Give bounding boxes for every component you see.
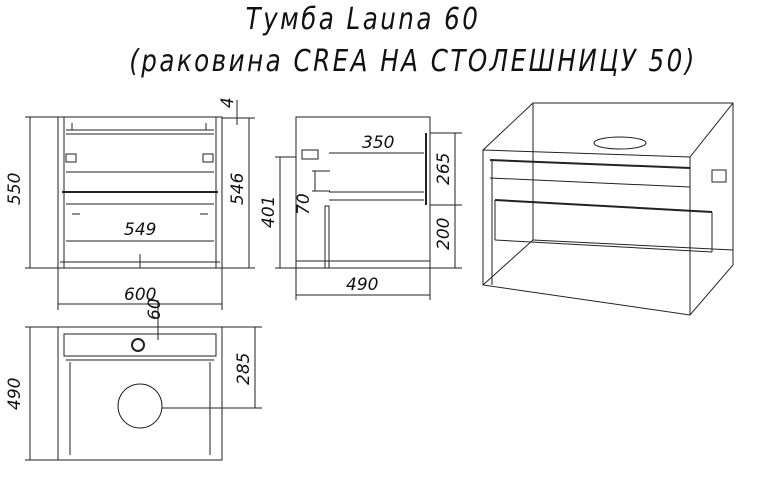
- dim-546: 546: [228, 172, 248, 205]
- dim-60: 60: [145, 298, 165, 320]
- dim-350: 350: [362, 133, 394, 153]
- top-view: [25, 300, 262, 461]
- side-view: [275, 116, 462, 300]
- dim-401: 401: [259, 196, 279, 228]
- title-line-1: Тумба Launa 60: [245, 2, 481, 37]
- dim-4: 4: [218, 97, 238, 108]
- dim-490-top: 490: [5, 378, 25, 410]
- dim-285: 285: [234, 353, 254, 385]
- dim-265: 265: [434, 153, 454, 185]
- isometric-view: [482, 102, 734, 316]
- dim-549: 549: [124, 220, 156, 240]
- title-line-2: (раковина CREA НА СТОЛЕШНИЦУ 50): [129, 44, 697, 79]
- dim-490-side: 490: [346, 275, 378, 295]
- front-view: [25, 100, 255, 310]
- dim-550: 550: [5, 173, 25, 205]
- dim-70: 70: [294, 193, 314, 215]
- dim-600: 600: [124, 285, 156, 305]
- dim-200: 200: [434, 218, 454, 250]
